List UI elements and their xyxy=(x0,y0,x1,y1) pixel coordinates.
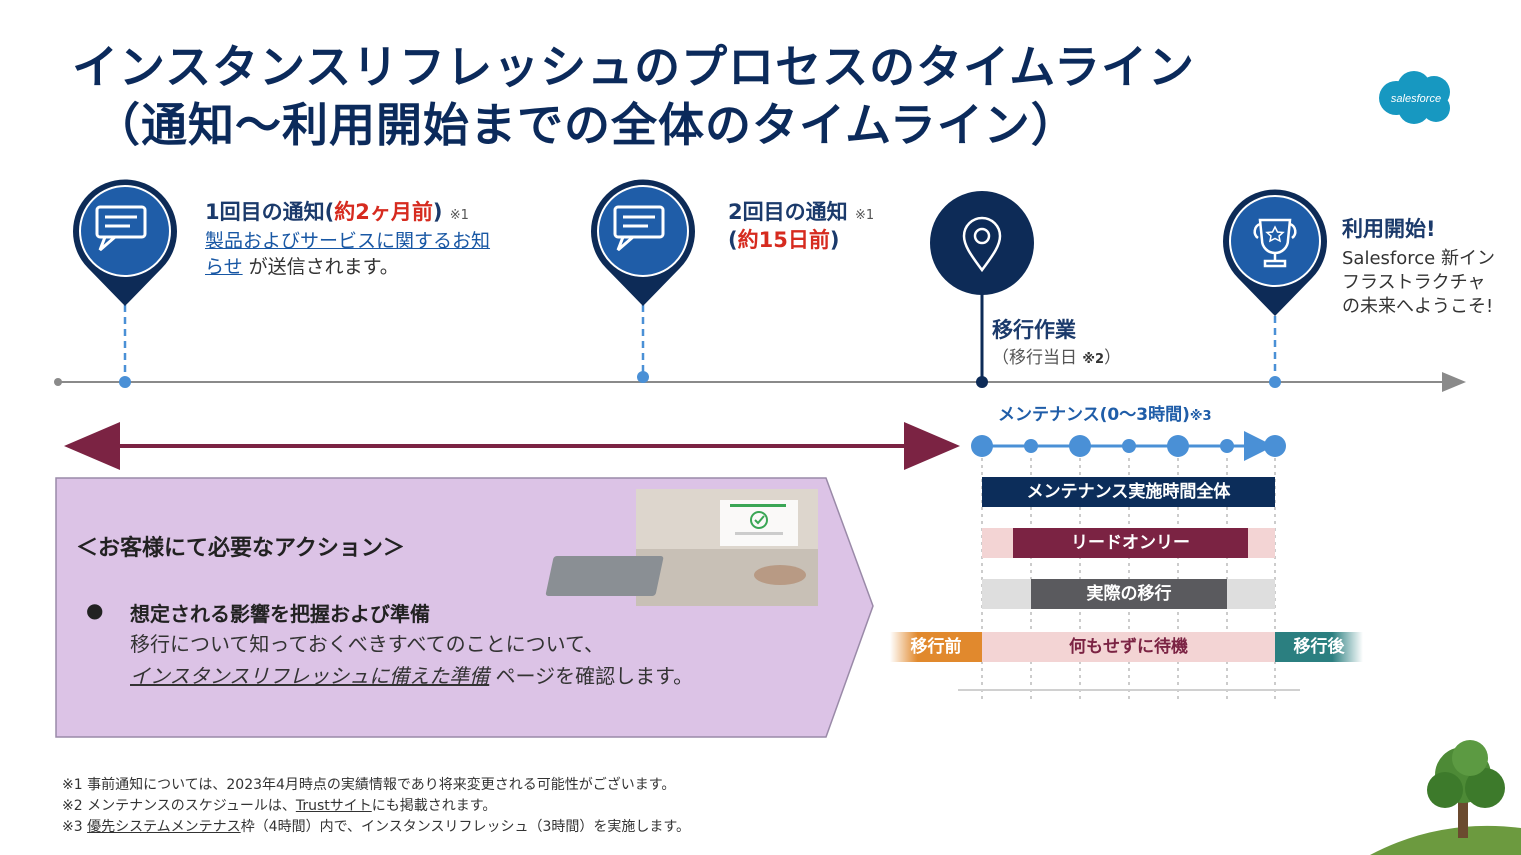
notice1-footnote-ref: ※1 xyxy=(449,208,469,223)
product-service-notice-link[interactable]: 製品およびサービスに関するお知らせ xyxy=(205,230,491,278)
footnote-3: ※3 優先システムメンテナス枠（4時間）内で、インスタンスリフレッシュ（3時間）… xyxy=(62,819,690,835)
maintenance-footnote-ref: ※3 xyxy=(1189,409,1212,424)
migration-footnote-ref: ※2 xyxy=(1082,352,1105,367)
instance-refresh-prep-link[interactable]: インスタンスリフレッシュに備えた準備 xyxy=(130,664,490,688)
tree-decoration xyxy=(1370,740,1521,855)
laptop-photo xyxy=(545,489,818,606)
footnotes: ※1 事前通知については、2023年4月時点の実績情報であり将来変更される可能性… xyxy=(62,775,690,838)
maintenance-track xyxy=(971,431,1286,461)
maintenance-label: メンテナンス(0〜3時間)※3 xyxy=(998,405,1212,425)
notice1-label-post: ) xyxy=(432,200,443,224)
migration-pin xyxy=(930,191,1034,388)
bar-wait: 何もせずに待機 xyxy=(982,632,1275,662)
notice2-pin xyxy=(591,179,695,383)
chat-icon xyxy=(613,205,665,252)
logo-text: salesforce xyxy=(1391,93,1441,105)
bar-actual-migration: 実際の移行 xyxy=(1031,579,1227,609)
notice1-text-after: が送信されます。 xyxy=(242,256,399,278)
notice2-timing: (約15日前) xyxy=(728,228,840,252)
welcome-pin xyxy=(1223,189,1328,388)
bar-readonly: リードオンリー xyxy=(1013,528,1248,558)
trophy-icon xyxy=(1253,218,1297,268)
salesforce-logo: salesforce xyxy=(1374,68,1458,126)
footnote-2: ※2 メンテナンスのスケジュールは、Trustサイトにも掲載されます。 xyxy=(62,798,497,814)
bullet-icon: ● xyxy=(86,598,104,622)
welcome-title: 利用開始! xyxy=(1342,217,1436,241)
timeline-start-dot xyxy=(54,378,62,386)
bar-total-maintenance: メンテナンス実施時間全体 xyxy=(982,477,1275,507)
migration-sub: （移行当日 ※2） xyxy=(992,348,1122,368)
migration-label: 移行作業 xyxy=(992,318,1076,342)
notice1-label-pre: 1回目の通知( xyxy=(205,200,335,224)
notice2-label: 2回目の通知 ※1 xyxy=(728,196,874,226)
action-body-line1: 移行について知っておくべきすべてのことについて、 xyxy=(130,632,604,656)
action-bullet: 想定される影響を把握および準備 xyxy=(130,602,430,626)
location-marker-icon xyxy=(962,216,1002,273)
notice1-pin xyxy=(73,179,178,388)
title-line-1: インスタンスリフレッシュのプロセスのタイムライン xyxy=(72,40,1195,94)
notice1-description: 製品およびサービスに関するお知らせ が送信されます。 xyxy=(205,228,490,280)
notice1-label: 1回目の通知(約2ヶ月前) ※1 xyxy=(205,196,469,226)
action-title: ＜お客様にて必要なアクション＞ xyxy=(76,536,405,561)
trust-site-link[interactable]: Trustサイト xyxy=(295,798,372,814)
footnote-1: ※1 事前通知については、2023年4月時点の実績情報であり将来変更される可能性… xyxy=(62,777,676,793)
notice2-label-text: 2回目の通知 xyxy=(728,200,848,224)
bar-before-migration: 移行前 xyxy=(890,632,982,662)
notice1-timing: 約2ヶ月前 xyxy=(334,200,433,224)
action-body-line2: インスタンスリフレッシュに備えた準備 ページを確認します。 xyxy=(130,664,694,688)
notice2-footnote-ref: ※1 xyxy=(854,208,875,223)
notice2-timing-value: 約15日前 xyxy=(737,228,830,252)
bar-after-migration: 移行後 xyxy=(1275,632,1363,662)
welcome-text: Salesforce 新インフラストラクチャの未来へようこそ! xyxy=(1342,248,1495,317)
priority-maintenance-link[interactable]: 優先システムメンテナス xyxy=(87,819,241,835)
page-title: インスタンスリフレッシュのプロセスのタイムライン （通知〜利用開始までの全体のタ… xyxy=(72,38,1195,154)
chat-icon xyxy=(95,205,147,252)
title-line-2: （通知〜利用開始までの全体のタイムライン） xyxy=(94,98,1078,152)
